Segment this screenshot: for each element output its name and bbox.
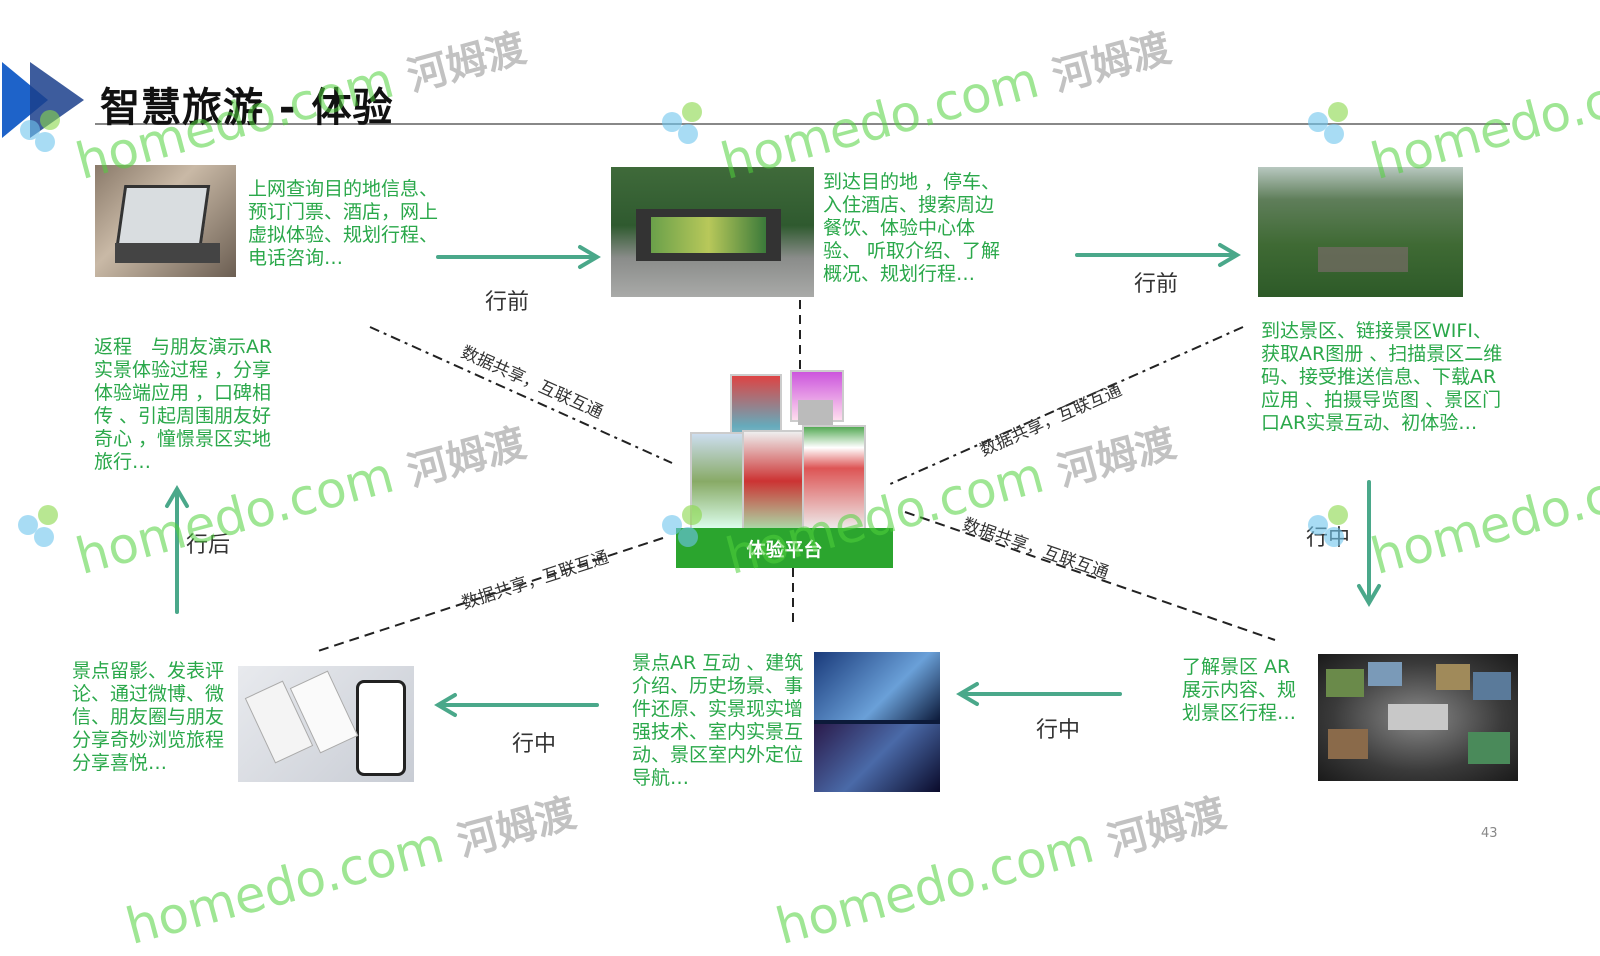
step-text-online-planning: 上网查询目的地信息、预订门票、酒店，网上虚拟体验、规划行程、电话咨询… <box>248 178 439 269</box>
arrow-label-during-3: 行中 <box>512 732 557 757</box>
platform-label: 体验平台 <box>676 528 893 568</box>
dashed-link-upper-left <box>369 326 673 464</box>
ar-gallery-photo <box>1318 654 1518 781</box>
step-text-ar-interaction: 景点AR 互动 、建筑介绍、历史场景、事件还原、实景现实增强技术、室内实景互动、… <box>632 652 804 789</box>
slide-title: 智慧旅游 - 体验 <box>100 85 394 131</box>
step-text-scenic-entry: 到达景区、链接景区WIFI、获取AR图册 、扫描景区二维码、接受推送信息、下载A… <box>1261 320 1503 434</box>
arrow-head-icon <box>1218 243 1241 267</box>
karst-landscape-photo <box>1258 167 1463 297</box>
laptop-photo <box>95 165 236 277</box>
decor-layer <box>2 62 1510 717</box>
step-text-sharing: 景点留影、发表评论、通过微博、微信、朋友圈与朋友分享奇妙浏览旅程分享喜悦… <box>72 660 225 774</box>
step-text-return: 返程 与朋友演示AR实景体验过程 ，分享体验端应用 ，口碑相传 、引起周围朋友好… <box>94 336 273 473</box>
chevron-icon <box>30 62 84 138</box>
arrow-head-icon <box>434 693 457 717</box>
ar-experience-photo <box>814 652 940 792</box>
arrow-label-after: 行后 <box>186 533 231 558</box>
dashed-link-lower-left <box>314 537 664 653</box>
arrow-head-icon <box>165 485 189 508</box>
arrow-label-during-1: 行中 <box>1306 526 1351 551</box>
arrow-label-before-1: 行前 <box>485 290 530 315</box>
chevron-icon <box>2 62 48 138</box>
page-number: 43 <box>1481 826 1498 841</box>
step-text-ar-content: 了解景区 AR 展示内容、规划景区行程… <box>1182 656 1297 724</box>
phone-sharing-photo <box>238 666 414 782</box>
arrow-head-icon <box>578 245 601 269</box>
dashed-link-lower-right <box>904 511 1276 641</box>
arrow-label-before-2: 行前 <box>1134 272 1179 297</box>
arrow-head-icon <box>956 682 979 706</box>
arrow-head-icon <box>1357 584 1381 607</box>
dashed-link-upper-right <box>887 326 1244 486</box>
platform-app-screens <box>690 370 880 530</box>
arrow-label-during-2: 行中 <box>1036 718 1081 743</box>
visitor-center-photo <box>611 167 814 297</box>
step-text-arrival: 到达目的地 ，停车、入住酒店、搜索周边餐饮、体验中心体验、 听取介绍、了解概况、… <box>823 171 1001 285</box>
